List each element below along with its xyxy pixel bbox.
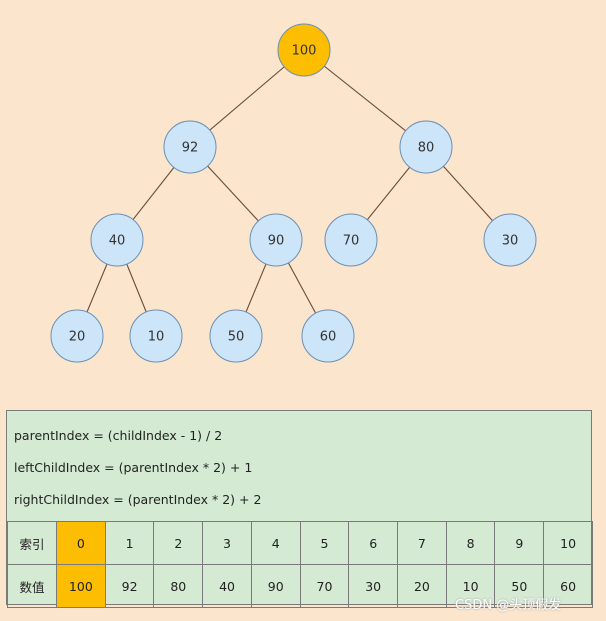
index-cell-5: 5 bbox=[299, 521, 350, 565]
node-value: 10 bbox=[148, 330, 165, 345]
value-cell-0: 100 bbox=[56, 564, 106, 608]
node-value: 30 bbox=[502, 234, 519, 249]
node-value: 80 bbox=[418, 141, 435, 156]
node-circle bbox=[483, 213, 537, 267]
index-cell-7: 7 bbox=[397, 521, 447, 565]
tree-node-10: 10 bbox=[129, 309, 183, 363]
heap-tree-diagram: 100 92 80 40 90 70 30 20 10 50 60 bbox=[50, 23, 537, 363]
tree-node-40: 40 bbox=[90, 213, 144, 267]
index-cell-1: 1 bbox=[104, 521, 155, 565]
value-cell-2: 80 bbox=[153, 564, 204, 608]
left-child-index-formula: leftChildIndex = (parentIndex * 2) + 1 bbox=[14, 460, 253, 475]
node-circle bbox=[90, 213, 144, 267]
node-value: 50 bbox=[228, 330, 245, 345]
tree-node-100: 100 bbox=[277, 23, 331, 77]
node-circle bbox=[399, 120, 453, 174]
node-circle bbox=[301, 309, 355, 363]
right-child-index-formula: rightChildIndex = (parentIndex * 2) + 2 bbox=[14, 492, 262, 507]
tree-node-30: 30 bbox=[483, 213, 537, 267]
tree-edges bbox=[76, 49, 511, 337]
tree-node-80: 80 bbox=[399, 120, 453, 174]
heap-info-panel: parentIndex = (childIndex - 1) / 2 leftC… bbox=[6, 410, 593, 608]
watermark: CSDN @头顶假发 bbox=[455, 598, 562, 613]
value-cell-1: 92 bbox=[104, 564, 155, 608]
node-circle bbox=[163, 120, 217, 174]
index-cell-9: 9 bbox=[494, 521, 545, 565]
parent-index-formula: parentIndex = (childIndex - 1) / 2 bbox=[14, 428, 223, 443]
index-cell-0: 0 bbox=[56, 521, 106, 565]
value-cell-10: 60 bbox=[543, 564, 593, 608]
index-cell-3: 3 bbox=[202, 521, 252, 565]
tree-nodes: 100 92 80 40 90 70 30 20 10 50 60 bbox=[50, 23, 537, 363]
value-row-header: 数值 bbox=[7, 564, 57, 608]
index-cell-8: 8 bbox=[445, 521, 496, 565]
node-value: 60 bbox=[320, 330, 337, 345]
node-value: 90 bbox=[268, 234, 285, 249]
node-value: 20 bbox=[69, 330, 86, 345]
node-circle bbox=[277, 23, 331, 77]
tree-node-60: 60 bbox=[301, 309, 355, 363]
index-cell-6: 6 bbox=[348, 521, 399, 565]
node-value: 100 bbox=[292, 44, 317, 59]
tree-node-92: 92 bbox=[163, 120, 217, 174]
index-cell-2: 2 bbox=[153, 521, 204, 565]
tree-node-70: 70 bbox=[324, 213, 378, 267]
value-cell-6: 30 bbox=[348, 564, 399, 608]
tree-node-50: 50 bbox=[209, 309, 263, 363]
node-circle bbox=[209, 309, 263, 363]
node-circle bbox=[50, 309, 104, 363]
index-cell-4: 4 bbox=[250, 521, 301, 565]
index-row-header: 索引 bbox=[7, 521, 57, 565]
node-value: 40 bbox=[109, 234, 126, 249]
node-value: 92 bbox=[182, 141, 199, 156]
node-circle bbox=[324, 213, 378, 267]
value-cell-3: 40 bbox=[202, 564, 252, 608]
value-cell-4: 90 bbox=[250, 564, 301, 608]
value-cell-7: 20 bbox=[397, 564, 447, 608]
tree-node-20: 20 bbox=[50, 309, 104, 363]
node-circle bbox=[249, 213, 303, 267]
node-value: 70 bbox=[343, 234, 360, 249]
tree-node-90: 90 bbox=[249, 213, 303, 267]
index-cell-10: 10 bbox=[543, 521, 593, 565]
value-cell-5: 70 bbox=[299, 564, 350, 608]
node-circle bbox=[129, 309, 183, 363]
